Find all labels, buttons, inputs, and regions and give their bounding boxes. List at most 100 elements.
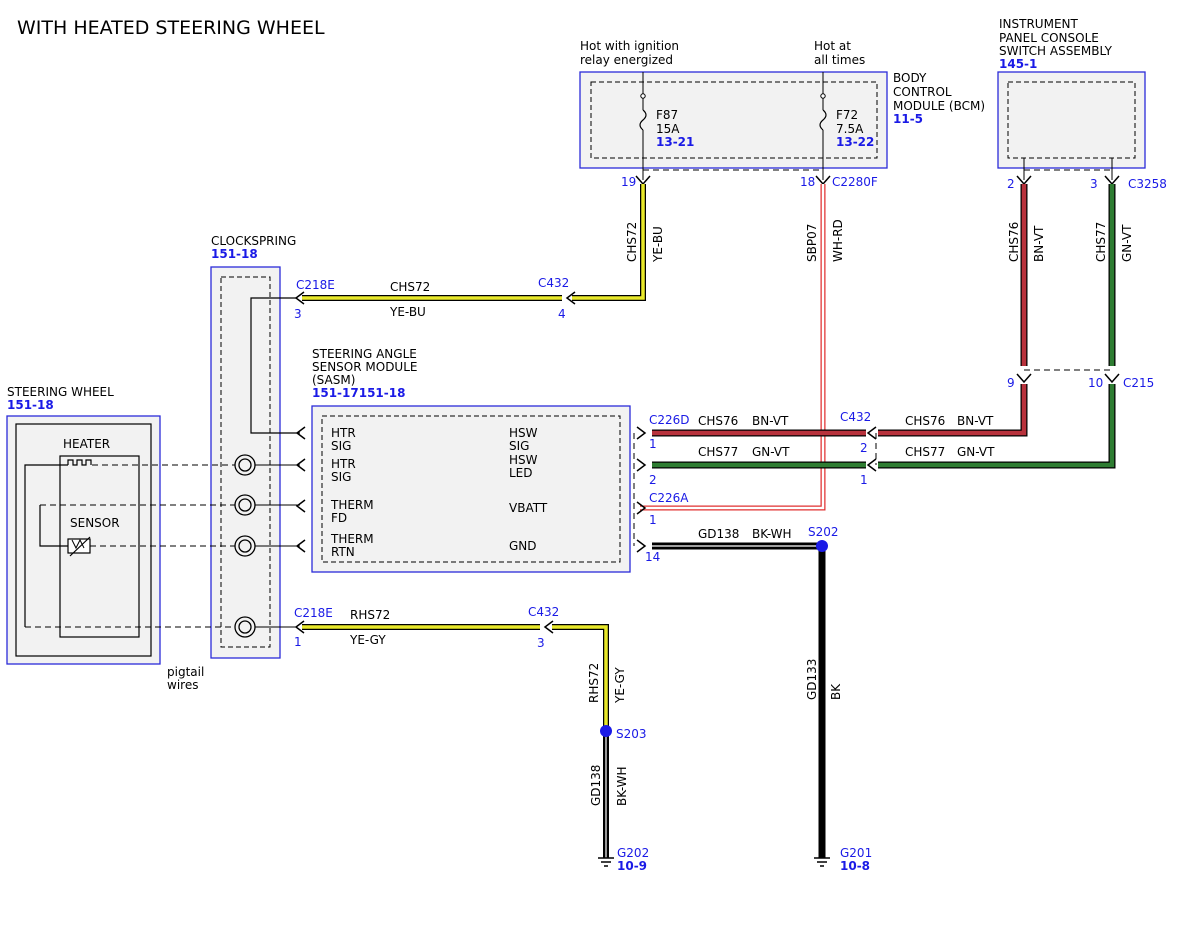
sasm-left-pin-1a: HTR bbox=[331, 426, 356, 440]
c432-top-name: C432 bbox=[538, 276, 569, 290]
chs76-right-circuit: CHS76 bbox=[905, 414, 945, 428]
sasm-right-pin-1a: HSW bbox=[509, 426, 538, 440]
sasm-right-pin-3: VBATT bbox=[509, 501, 548, 515]
ground-g202-icon bbox=[598, 857, 614, 867]
gd133-color: BK bbox=[829, 683, 843, 700]
sasm-name-1: STEERING ANGLE bbox=[312, 347, 417, 361]
clockspring-ref: 151-18 bbox=[211, 247, 258, 261]
bcm-name-1: BODY bbox=[893, 71, 927, 85]
bcm-pin-19: 19 bbox=[621, 175, 636, 189]
chs72-horizontal-circuit: CHS72 bbox=[390, 280, 430, 294]
chs77-left-circuit: CHS77 bbox=[698, 445, 738, 459]
c226a-pin-1: 1 bbox=[649, 513, 657, 527]
bcm-connector: C2280F bbox=[832, 175, 878, 189]
g201-ref: 10-8 bbox=[840, 859, 870, 873]
chs77-right-color: GN-VT bbox=[957, 445, 995, 459]
diagram-title: WITH HEATED STEERING WHEEL bbox=[17, 17, 325, 39]
power-label-always-1: Hot at bbox=[814, 39, 851, 53]
ipc-switch-module bbox=[997, 71, 1146, 186]
sasm-right-pin-2a: HSW bbox=[509, 453, 538, 467]
c432-bottom-name: C432 bbox=[528, 605, 559, 619]
s202-label: S202 bbox=[808, 525, 839, 539]
chs77-vertical-color: GN-VT bbox=[1120, 224, 1134, 262]
fuse1-rating: 15A bbox=[656, 122, 680, 136]
chs76-vertical-color: BN-VT bbox=[1032, 225, 1046, 262]
power-label-ignition-1: Hot with ignition bbox=[580, 39, 679, 53]
c432-top-pin: 4 bbox=[558, 307, 566, 321]
sasm-right-pin-1b: SIG bbox=[509, 439, 529, 453]
ipc-name-2: PANEL CONSOLE bbox=[999, 31, 1099, 45]
fuse2-name: F72 bbox=[836, 108, 858, 122]
wire-sbp07 bbox=[640, 184, 826, 511]
clockspring-module bbox=[210, 266, 300, 659]
sasm-ref: 151-17151-18 bbox=[312, 386, 405, 400]
c432-mid-pin-1: 1 bbox=[860, 473, 868, 487]
c432-mid-pin-2: 2 bbox=[860, 441, 868, 455]
sasm-left-pin-3b: FD bbox=[331, 511, 347, 525]
chs72-vertical-circuit: CHS72 bbox=[625, 222, 639, 262]
c432-mid-name: C432 bbox=[840, 410, 871, 424]
c218e-bottom-pin: 1 bbox=[294, 635, 302, 649]
heater-label: HEATER bbox=[63, 437, 110, 451]
sbp07-circuit: SBP07 bbox=[805, 224, 819, 262]
chs76-left-circuit: CHS76 bbox=[698, 414, 738, 428]
c226d-pin-2: 2 bbox=[649, 473, 657, 487]
g201-name: G201 bbox=[840, 846, 872, 860]
sasm-left-pin-2b: SIG bbox=[331, 470, 351, 484]
clockspring-name: CLOCKSPRING bbox=[211, 234, 296, 248]
gd138-h-circuit: GD138 bbox=[698, 527, 739, 541]
c218e-top-pin: 3 bbox=[294, 307, 302, 321]
sbp07-color: WH-RD bbox=[831, 219, 845, 262]
power-label-ignition-2: relay energized bbox=[580, 53, 673, 67]
clockspring-contact-4-icon bbox=[234, 616, 256, 638]
bcm-name-3: MODULE (BCM) bbox=[893, 99, 985, 113]
g202-ref: 10-9 bbox=[617, 859, 647, 873]
sasm-module bbox=[295, 405, 647, 573]
sasm-name-2: SENSOR MODULE bbox=[312, 360, 417, 374]
c226a-name: C226A bbox=[649, 491, 689, 505]
c218e-bottom-name: C218E bbox=[294, 606, 333, 620]
chs77-right-circuit: CHS77 bbox=[905, 445, 945, 459]
sasm-left-pin-4b: RTN bbox=[331, 545, 355, 559]
steering-wheel-name: STEERING WHEEL bbox=[7, 385, 114, 399]
fuse1-ref: 13-21 bbox=[656, 135, 694, 149]
bcm-module bbox=[579, 71, 888, 186]
ipc-connector: C3258 bbox=[1128, 177, 1167, 191]
s203-label: S203 bbox=[616, 727, 647, 741]
ground-g201-icon bbox=[814, 857, 830, 867]
wire-rhs72 bbox=[302, 620, 609, 731]
clockspring-contact-1-icon bbox=[234, 454, 256, 476]
gd138-v-circuit: GD138 bbox=[589, 765, 603, 806]
wire-chs76 bbox=[652, 184, 1028, 437]
ipc-pin-3: 3 bbox=[1090, 177, 1098, 191]
c432-bottom-pin: 3 bbox=[537, 636, 545, 650]
rhs72-h-circuit: RHS72 bbox=[350, 608, 390, 622]
wire-chs77 bbox=[652, 184, 1116, 469]
gd138-v-color: BK-WH bbox=[615, 766, 629, 806]
steering-wheel-module bbox=[6, 415, 161, 665]
ipc-name-1: INSTRUMENT bbox=[999, 17, 1078, 31]
sasm-left-pin-4a: THERM bbox=[330, 532, 374, 546]
rhs72-v-circuit: RHS72 bbox=[587, 663, 601, 703]
bcm-pin-18: 18 bbox=[800, 175, 815, 189]
chs76-right-color: BN-VT bbox=[957, 414, 994, 428]
sasm-left-pin-3a: THERM bbox=[330, 498, 374, 512]
c226d-pin-1: 1 bbox=[649, 437, 657, 451]
bcm-name-2: CONTROL bbox=[893, 85, 952, 99]
pigtail-label-2: wires bbox=[167, 678, 198, 692]
c215-name: C215 bbox=[1123, 376, 1154, 390]
sasm-right-pin-4: GND bbox=[509, 539, 537, 553]
c215-pin-9: 9 bbox=[1007, 376, 1015, 390]
wire-chs72 bbox=[294, 184, 646, 305]
rhs72-h-color: YE-GY bbox=[349, 633, 386, 647]
c226d-name: C226D bbox=[649, 413, 690, 427]
sasm-right-pin-2b: LED bbox=[509, 466, 533, 480]
splice-s203 bbox=[600, 725, 612, 737]
sasm-left-pin-1b: SIG bbox=[331, 439, 351, 453]
chs77-vertical-circuit: CHS77 bbox=[1094, 222, 1108, 262]
chs76-left-color: BN-VT bbox=[752, 414, 789, 428]
ipc-ref: 145-1 bbox=[999, 57, 1037, 71]
ipc-pin-2: 2 bbox=[1007, 177, 1015, 191]
ipc-name-3: SWITCH ASSEMBLY bbox=[999, 44, 1113, 58]
